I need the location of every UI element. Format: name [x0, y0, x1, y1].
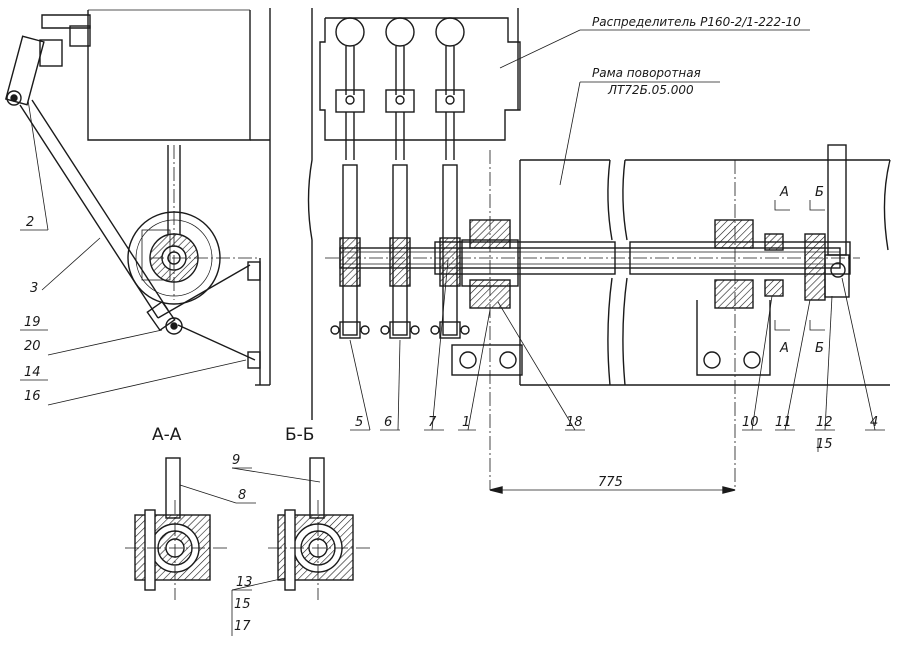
- callout-19: 19: [24, 315, 41, 330]
- callout-6: 6: [384, 415, 392, 430]
- callout-12: 12: [816, 415, 833, 430]
- callout-9: 9: [232, 453, 240, 468]
- distributor-label: Распределитель Р160-2/1-222-10: [592, 15, 801, 29]
- callout-11: 11: [775, 415, 792, 430]
- cut-b-top: Б: [815, 185, 824, 200]
- callout-15-right: 15: [816, 437, 833, 452]
- dimension-value: 775: [598, 475, 623, 490]
- valve-3: [435, 17, 465, 160]
- callout-8: 8: [238, 488, 246, 503]
- callout-3: 3: [30, 281, 38, 296]
- callout-1: 1: [462, 415, 470, 430]
- callout-15: 15: [234, 597, 251, 612]
- section-aa-title: А-А: [152, 425, 182, 445]
- callout-20: 20: [24, 339, 41, 354]
- frame-view: [520, 144, 891, 490]
- dimension-775: [489, 486, 736, 494]
- left-side-view: [4, 8, 271, 386]
- section-bb-drawing: [268, 457, 370, 600]
- callout-5: 5: [355, 415, 363, 430]
- callout-14: 14: [24, 365, 41, 380]
- callout-4: 4: [870, 415, 878, 430]
- frame-label-line2: ЛТ72Б.05.000: [607, 83, 694, 97]
- callout-17: 17: [234, 619, 251, 634]
- cut-a-top: А: [779, 185, 789, 200]
- callout-13: 13: [236, 575, 253, 590]
- section-bb-title: Б-Б: [285, 425, 314, 445]
- frame-label-line1: Рама поворотная: [592, 66, 701, 80]
- callout-2: 2: [26, 215, 34, 230]
- section-aa-drawing: [125, 457, 230, 600]
- leader-lines: [20, 29, 885, 636]
- callout-18: 18: [566, 415, 583, 430]
- callout-7: 7: [428, 415, 437, 430]
- cut-b-bottom: Б: [815, 341, 824, 356]
- callout-16: 16: [24, 389, 41, 404]
- cut-a-bottom: А: [779, 341, 789, 356]
- valve-2: [385, 17, 415, 160]
- callout-10: 10: [742, 415, 759, 430]
- valve-1: [335, 17, 365, 160]
